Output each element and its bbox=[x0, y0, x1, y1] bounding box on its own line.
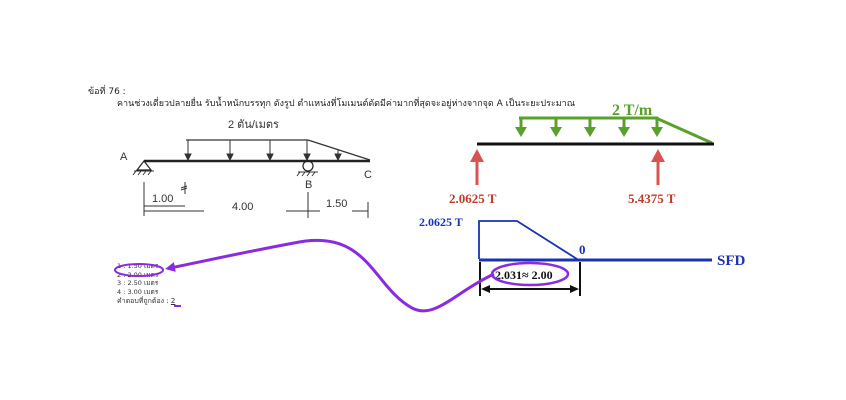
sketch-label-b: B bbox=[305, 179, 312, 191]
sketch-load-label: 2 ตัน/เมตร bbox=[228, 119, 279, 131]
sfd-shape bbox=[478, 220, 578, 260]
choice-list: 1 : 1.50 เมตร 2 : 2.00 เมตร 3 : 2.50 เมต… bbox=[117, 262, 158, 297]
sfd-distance-dimension bbox=[479, 262, 581, 296]
sketch-dim-1: 1.00 bbox=[152, 193, 173, 205]
fbd-reaction-left-label: 2.0625 T bbox=[449, 191, 497, 206]
choice-highlight-ellipse bbox=[114, 263, 164, 277]
sketch-label-c: C bbox=[364, 169, 372, 181]
choice-2[interactable]: 2 : 2.00 เมตร bbox=[117, 270, 159, 279]
question-text: คานช่วงเดี่ยวปลายยื่น รับน้ำหนักบรรทุก ด… bbox=[117, 99, 576, 109]
fbd-load-label: 2 T/m bbox=[612, 102, 653, 119]
fbd-distributed-load bbox=[515, 116, 713, 145]
sketch-load-slope bbox=[307, 139, 371, 161]
choice-4[interactable]: 4 : 3.00 เมตร bbox=[117, 288, 159, 297]
sfd-distance-label: 2.031≈ 2.00 bbox=[495, 268, 553, 282]
correct-answer-label: คำตอบที่ถูกต้อง : bbox=[117, 297, 169, 305]
fbd-reaction-right-label: 5.4375 T bbox=[628, 191, 676, 206]
choice-1[interactable]: 1 : 1.50 เมตร bbox=[117, 262, 159, 270]
fbd-reaction-left bbox=[470, 149, 484, 185]
sketch-load-arrows bbox=[184, 140, 342, 162]
sfd-name-label: SFD bbox=[717, 253, 746, 269]
annotation-curved-arrow bbox=[165, 238, 495, 313]
choice-3[interactable]: 3 : 2.50 เมตร bbox=[117, 279, 159, 288]
sfd-zero-label: 0 bbox=[579, 242, 586, 257]
sketch-ground-hatch-a bbox=[132, 170, 154, 176]
fbd-reaction-right bbox=[651, 149, 665, 185]
sketch-label-a: A bbox=[120, 151, 128, 163]
beam-sketch: 2 ตัน/เมตร A B C bbox=[120, 119, 372, 218]
sketch-pin-support-a bbox=[135, 160, 153, 171]
sketch-roller-support-b bbox=[302, 160, 314, 172]
question-number: ข้อที่ 76 : bbox=[88, 87, 126, 97]
sketch-dimension-lines bbox=[143, 182, 369, 218]
sketch-ground-hatch-b bbox=[296, 171, 318, 177]
correct-answer-value: 2 bbox=[170, 297, 176, 305]
sfd-value-label: 2.0625 T bbox=[419, 215, 463, 229]
sketch-dim-2: 4.00 bbox=[232, 201, 253, 213]
sketch-dim-3: 1.50 bbox=[326, 198, 347, 210]
correct-answer: คำตอบที่ถูกต้อง : 2 bbox=[117, 296, 175, 307]
